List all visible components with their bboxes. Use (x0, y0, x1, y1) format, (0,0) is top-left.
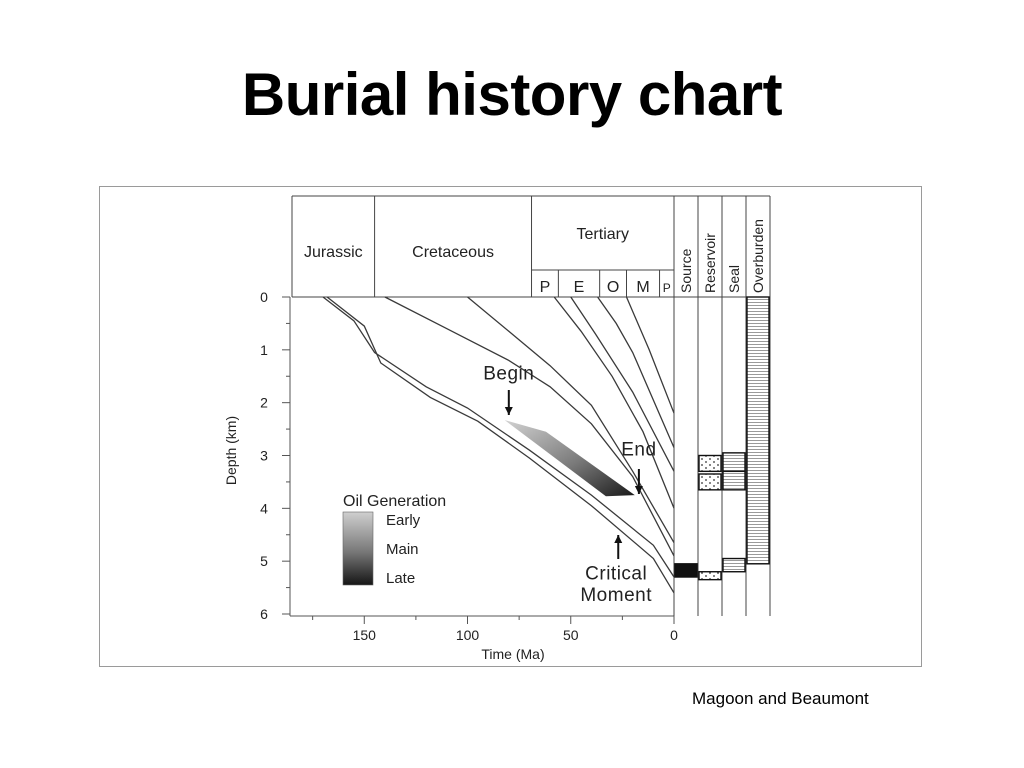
element-layer (722, 557, 746, 573)
y-tick-label: 6 (260, 606, 268, 622)
burial-curve (322, 296, 675, 578)
element-layer (698, 473, 722, 491)
column-label: Overburden (750, 219, 766, 293)
oil-generation-window (504, 420, 635, 497)
column-label: Source (678, 248, 694, 293)
burial-curve (553, 296, 675, 509)
column-label: Seal (726, 265, 742, 293)
x-tick-label: 150 (353, 627, 377, 643)
element-layer (698, 571, 722, 581)
legend-entry: Main (386, 541, 419, 558)
y-tick-label: 2 (260, 395, 268, 411)
column-label: Reservoir (702, 233, 718, 293)
burial-curve (326, 296, 675, 594)
y-tick-label: 1 (260, 342, 268, 358)
legend-entry: Late (386, 570, 415, 587)
y-tick-label: 5 (260, 553, 268, 569)
legend-entry: Early (386, 512, 421, 529)
burial-curve (384, 296, 675, 557)
epoch-label: P (540, 279, 551, 296)
page-title: Burial history chart (241, 61, 783, 128)
begin-arrow-head (504, 407, 513, 415)
x-tick-label: 50 (563, 627, 579, 643)
x-axis-title: Time (Ma) (481, 646, 544, 662)
critical-moment-arrow-head (614, 535, 623, 543)
epoch-label: O (607, 279, 619, 296)
element-layer (722, 452, 746, 473)
element-layer (698, 454, 722, 473)
burial-curve (570, 296, 675, 472)
x-tick-label: 0 (670, 627, 678, 643)
period-label: Jurassic (304, 244, 363, 261)
annotation-label: End (621, 440, 656, 461)
burial-curve (597, 296, 675, 448)
element-layer (746, 296, 770, 565)
legend-title: Oil Generation (343, 493, 446, 510)
epoch-label: P (663, 281, 671, 295)
y-tick-label: 0 (260, 289, 268, 305)
credit-text: Magoon and Beaumont (692, 689, 869, 708)
epoch-label: E (574, 279, 585, 296)
burial-curve (625, 296, 675, 414)
end-arrow-head (634, 486, 643, 494)
period-label: Cretaceous (412, 244, 494, 261)
y-tick-label: 4 (260, 500, 268, 516)
period-label: Tertiary (577, 226, 629, 243)
y-tick-label: 3 (260, 448, 268, 464)
legend-gradient-bar (342, 511, 374, 586)
annotation-label: Moment (580, 585, 652, 606)
element-layer (722, 470, 746, 491)
element-layer (674, 563, 698, 578)
epoch-label: M (636, 279, 649, 296)
y-axis-title: Depth (km) (223, 416, 239, 485)
annotation-label: Critical (585, 564, 647, 585)
x-tick-label: 100 (456, 627, 480, 643)
annotation-label: Begin (483, 363, 534, 384)
